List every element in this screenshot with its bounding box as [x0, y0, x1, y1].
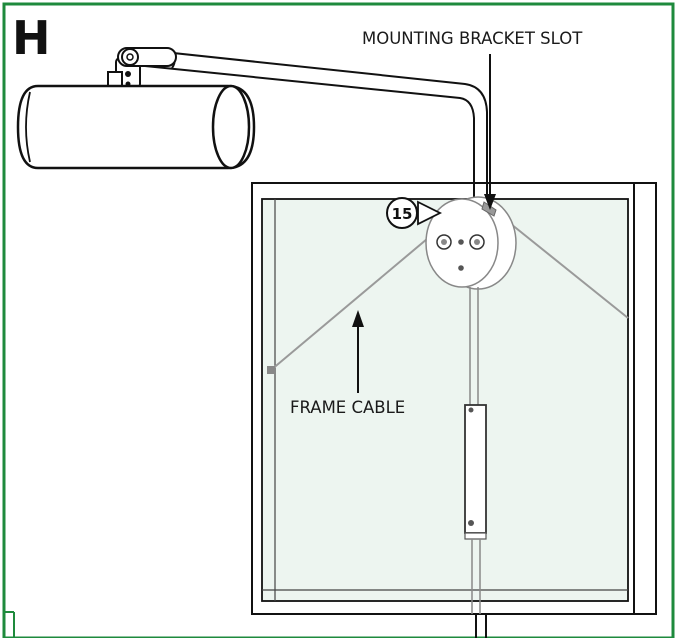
- power-cord: [464, 287, 487, 638]
- lamp-swivel-hub: [126, 53, 134, 61]
- lamp-shade-left-rim: [25, 91, 31, 163]
- lamp-head: [16, 47, 256, 170]
- cord-clip-screw-bottom: [468, 520, 474, 526]
- step-number-circle: [386, 197, 418, 229]
- mounting-bracket-slot-arrowhead: [484, 194, 496, 210]
- frame-cable: [267, 211, 629, 374]
- frame-cable-callout: FRAME CABLE: [290, 310, 405, 417]
- bracket-screw-left-head: [441, 239, 447, 245]
- frame-cable-arrowhead: [352, 310, 364, 327]
- frame-cable-right: [495, 211, 629, 319]
- cord-clip-screw-top: [468, 407, 474, 413]
- step-number: 15: [392, 205, 413, 223]
- mounting-bracket-slot: [481, 201, 497, 217]
- lamp-knuckle-bolt-1: [125, 71, 131, 77]
- frame-cable-anchor: [267, 366, 275, 374]
- lamp-shade-end-cap: [211, 84, 251, 170]
- bracket-lower-hole: [458, 265, 464, 271]
- step-callout: 15: [386, 197, 443, 229]
- bracket-screw-right-head: [474, 239, 480, 245]
- lamp-arm-outline-lower: [144, 65, 475, 192]
- mounting-bracket-slot-callout: MOUNTING BRACKET SLOT: [362, 29, 583, 210]
- bracket-center-hole: [458, 239, 464, 245]
- mounting-bracket: [425, 196, 517, 290]
- panel-letter: H: [12, 11, 51, 65]
- frame-cable-label: FRAME CABLE: [290, 398, 405, 417]
- cord-clip: [464, 404, 487, 534]
- cord-clip-base: [464, 532, 487, 540]
- lamp-arm-outline-upper: [144, 49, 488, 192]
- mounting-bracket-slot-label: MOUNTING BRACKET SLOT: [362, 29, 583, 48]
- frame-cable-left: [270, 217, 453, 371]
